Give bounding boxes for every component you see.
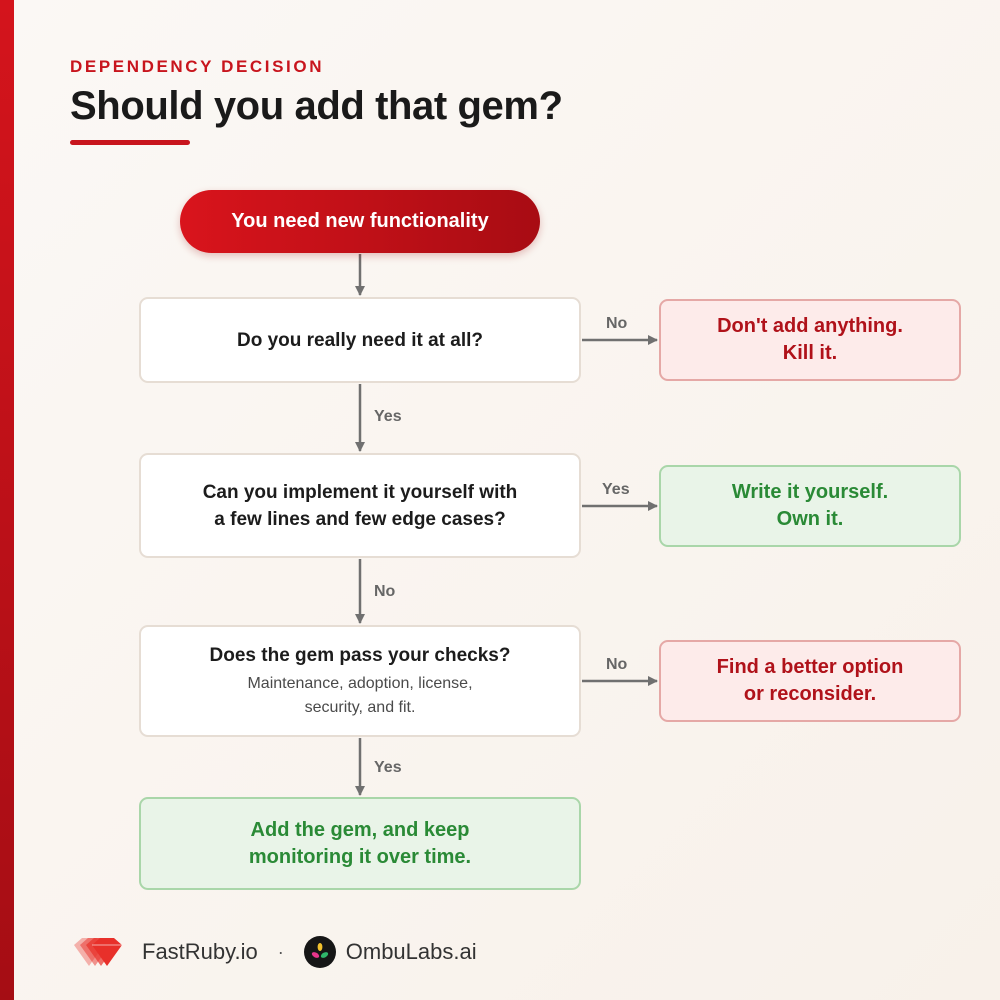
question-implement-line2: a few lines and few edge cases? [214, 508, 506, 530]
edge-label-q2-yes: Yes [602, 481, 630, 498]
title-underline [70, 140, 190, 145]
question-gem-checks-title: Does the gem pass your checks? [209, 645, 511, 666]
outcome-write-line1: Write it yourself. [731, 481, 889, 503]
footer-separator: · [277, 941, 284, 962]
question-gem-checks-sub-line2: security, and fit. [304, 699, 416, 716]
outcome-kill-it: Don't add anything. Kill it. [659, 299, 961, 381]
outcome-write-yourself: Write it yourself. Own it. [659, 465, 961, 547]
page-title: Should you add that gem? [70, 84, 563, 128]
question-gem-checks-sub-line1: Maintenance, adoption, license, [247, 675, 473, 692]
edge-label-q1-no: No [606, 315, 628, 332]
outcome-kill-line1: Don't add anything. [717, 315, 903, 337]
accent-side-bar [0, 0, 14, 1000]
footer: FastRuby.io · OmbuLabs.ai [70, 930, 477, 974]
footer-brand-fastruby: FastRuby.io [142, 939, 258, 964]
edge-label-q1-yes: Yes [374, 408, 402, 425]
start-node: You need new functionality [180, 190, 540, 253]
edge-label-q3-yes: Yes [374, 759, 402, 776]
ombulabs-logo-icon [303, 936, 336, 968]
outcome-better-line1: Find a better option [716, 656, 904, 678]
edge-label-q3-no: No [606, 656, 628, 673]
question-gem-checks-subtitle: Maintenance, adoption, license, security… [247, 672, 472, 720]
outcome-kill-line2: Kill it. [782, 342, 838, 364]
outcome-write-line2: Own it. [776, 508, 844, 530]
outcome-better-line2: or reconsider. [743, 683, 877, 705]
outcome-find-better: Find a better option or reconsider. [659, 640, 961, 722]
footer-brand-ombulabs: OmbuLabs.ai [345, 939, 477, 964]
start-node-label: You need new functionality [231, 210, 489, 232]
edge-label-q2-no: No [374, 583, 396, 600]
question-need-it: Do you really need it at all? [139, 297, 581, 383]
question-implement-yourself: Can you implement it yourself with a few… [139, 453, 581, 558]
outcome-add-line1: Add the gem, and keep [250, 818, 470, 841]
outcome-add-gem: Add the gem, and keep monitoring it over… [139, 797, 581, 890]
ruby-gem-icon [74, 938, 122, 966]
question-implement-line1: Can you implement it yourself with [202, 481, 518, 503]
question-gem-checks: Does the gem pass your checks? Maintenan… [139, 625, 581, 737]
outcome-add-line2: monitoring it over time. [248, 845, 472, 868]
eyebrow-label: DEPENDENCY DECISION [70, 57, 325, 76]
question-need-it-label: Do you really need it at all? [236, 329, 483, 351]
